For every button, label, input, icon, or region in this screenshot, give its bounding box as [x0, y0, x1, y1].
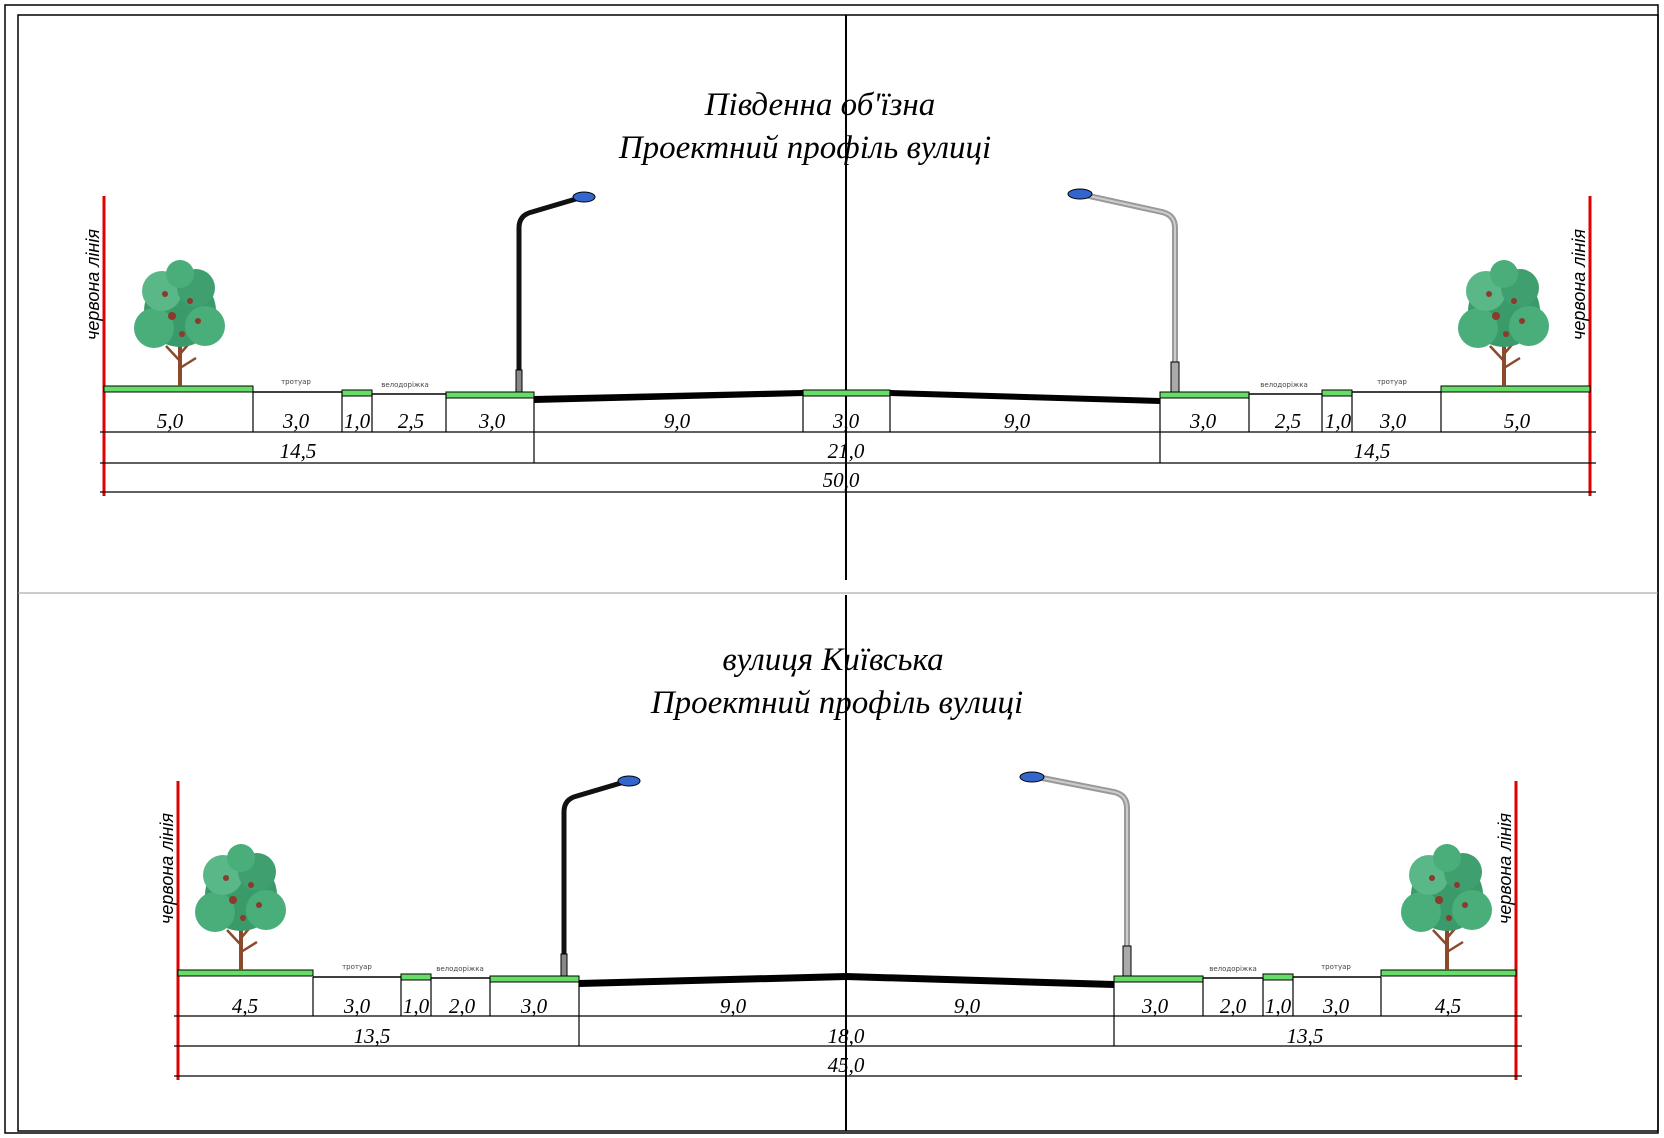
segment-dim: 3,0: [832, 409, 860, 433]
red-line-label-left: червона лінія: [83, 229, 103, 340]
median-strip: [802, 389, 891, 397]
segment-dim: 1,0: [1325, 409, 1352, 433]
bikeway-label-left: велодорiжка: [436, 965, 484, 973]
street-lamp-icon: [1067, 188, 1180, 393]
outer-frame: [4, 4, 1659, 1134]
dimension-lines: [100, 392, 1596, 493]
group-dim: 14,5: [280, 439, 317, 463]
sidewalk-label-left: тротуар: [342, 963, 372, 971]
inner-frame: [17, 14, 1659, 1132]
tree-icon: [1399, 842, 1494, 972]
segment-dim: 5,0: [157, 409, 184, 433]
street-lamp-icon: [560, 775, 641, 977]
profile-2-title: вулиця Київська: [722, 642, 943, 678]
bikeway-label-right: велодорiжка: [1209, 965, 1257, 973]
ground-right: [1159, 385, 1591, 399]
sidewalk-label-right: тротуар: [1377, 378, 1407, 386]
segment-dim: 3,0: [520, 994, 548, 1018]
group-dim: 13,5: [354, 1024, 391, 1048]
group-dim: 18,0: [828, 1024, 865, 1048]
street-lamp-icon: [515, 191, 596, 393]
segment-dim: 2,5: [1275, 409, 1301, 433]
segment-dim: 3,0: [1189, 409, 1217, 433]
sidewalk-label-left: тротуар: [281, 378, 311, 386]
segment-dim: 4,5: [1435, 994, 1461, 1018]
profile-1-title: Південна об'їзна: [704, 87, 936, 123]
segment-dim: 3,0: [478, 409, 506, 433]
total-dim: 50,0: [823, 468, 860, 492]
profile-1-subtitle: Проектний профіль вулиці: [618, 130, 991, 166]
segment-dim: 9,0: [954, 994, 981, 1018]
red-line-label-right: червона лінія: [1569, 229, 1589, 340]
segment-dim: 4,5: [232, 994, 258, 1018]
segment-dim: 2,0: [1220, 994, 1247, 1018]
segment-dim: 9,0: [720, 994, 747, 1018]
carriageway: [579, 973, 1114, 988]
tree-icon: [132, 258, 227, 388]
dimension-lines: [174, 977, 1522, 1077]
group-dim: 14,5: [1354, 439, 1391, 463]
profile-2: вулиця Київська Проектний профіль вулиці…: [157, 642, 1522, 1080]
ground-left: [103, 385, 535, 399]
segment-dim: 9,0: [1004, 409, 1031, 433]
total-dim: 45,0: [828, 1053, 865, 1077]
profile-1: Південна об'їзна Проектний профіль вулиц…: [83, 87, 1596, 496]
segment-dim: 1,0: [403, 994, 430, 1018]
ground-left: [177, 969, 580, 983]
red-line-label-left: червона лінія: [157, 813, 177, 924]
segment-dim: 3,0: [1141, 994, 1169, 1018]
group-dim: 21,0: [828, 439, 865, 463]
segment-dim: 9,0: [664, 409, 691, 433]
segment-dim: 1,0: [1265, 994, 1292, 1018]
group-dim: 13,5: [1287, 1024, 1324, 1048]
bikeway-label-left: велодоріжка: [381, 381, 429, 389]
tree-icon: [193, 842, 288, 972]
bikeway-label-right: велодоріжка: [1260, 381, 1308, 389]
segment-dim: 2,0: [449, 994, 476, 1018]
tree-icon: [1456, 258, 1551, 388]
segment-dim: 3,0: [1322, 994, 1350, 1018]
segment-dim: 1,0: [344, 409, 371, 433]
segment-dim: 2,5: [398, 409, 424, 433]
sidewalk-label-right: тротуар: [1321, 963, 1351, 971]
segment-dim: 3,0: [1379, 409, 1407, 433]
carriageway: [534, 390, 1160, 404]
segment-dim: 5,0: [1504, 409, 1531, 433]
segment-dim: 3,0: [282, 409, 310, 433]
street-lamp-icon: [1019, 771, 1132, 977]
segment-dim: 3,0: [343, 994, 371, 1018]
ground-right: [1113, 969, 1517, 983]
red-line-label-right: червона лінія: [1495, 813, 1515, 924]
profile-2-subtitle: Проектний профіль вулиці: [650, 685, 1023, 721]
